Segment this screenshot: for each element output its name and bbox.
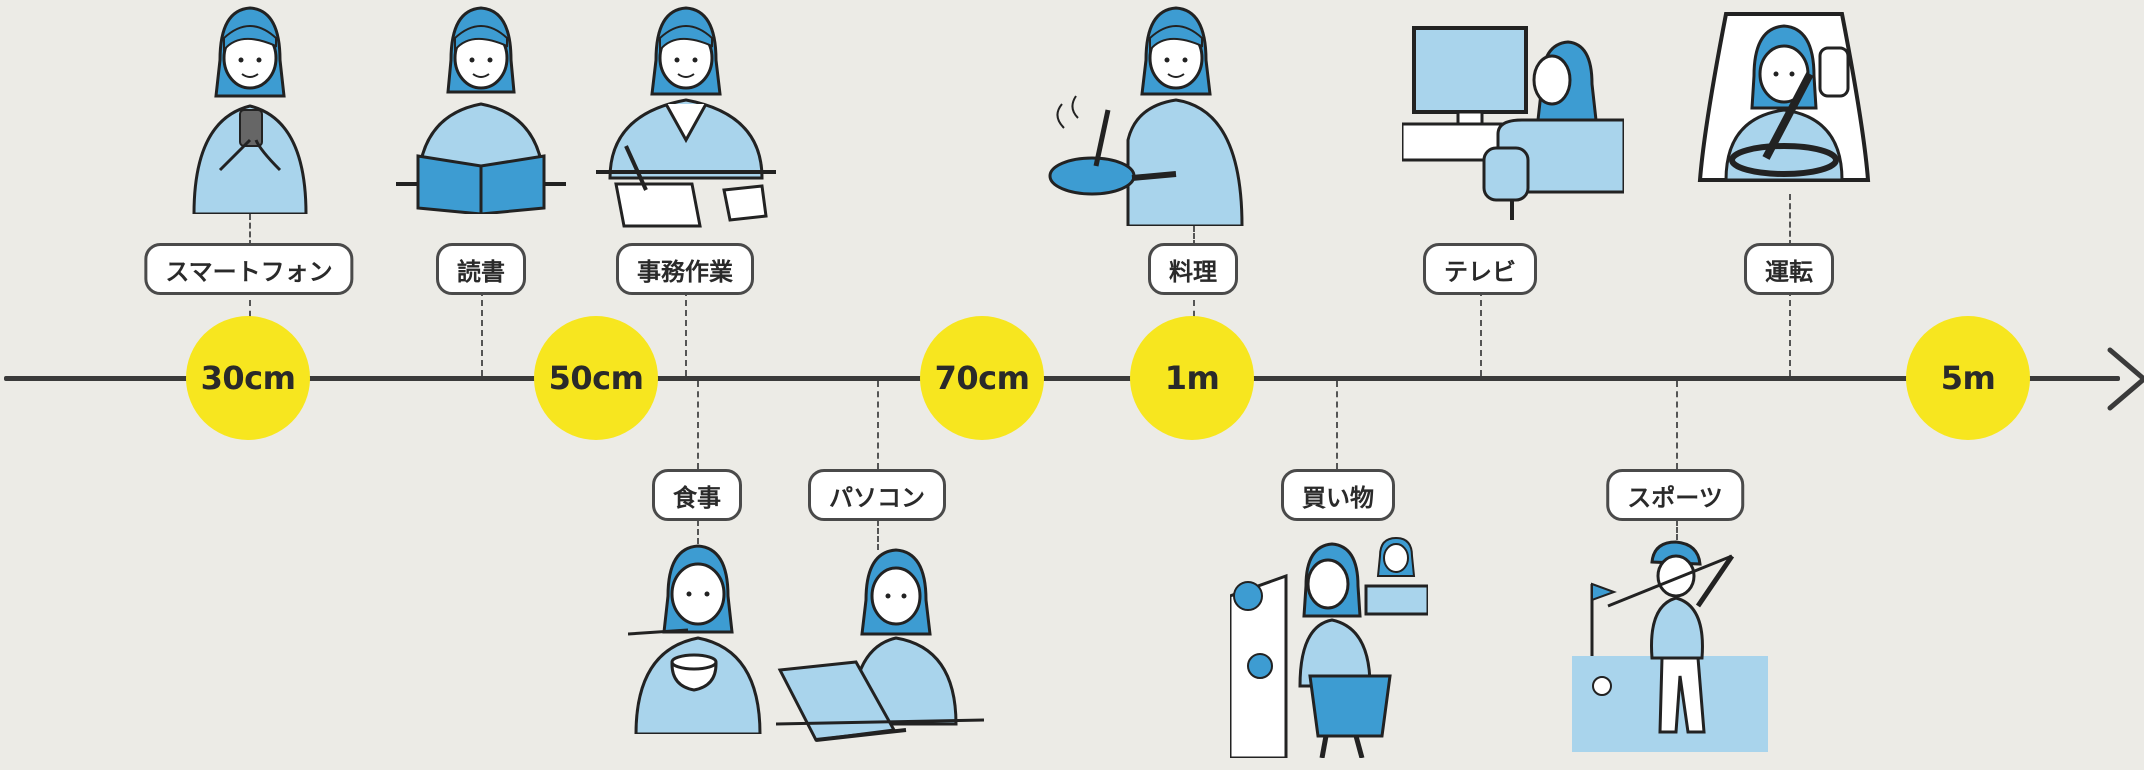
shopping-illustration bbox=[1230, 536, 1428, 758]
leader-line bbox=[1676, 520, 1678, 540]
arrow-right-icon bbox=[2107, 347, 2144, 411]
pc-user-illustration bbox=[776, 544, 984, 744]
label-pc: パソコン bbox=[808, 469, 946, 521]
distance-marker-1m: 1m bbox=[1130, 316, 1254, 440]
eating-illustration bbox=[628, 540, 768, 734]
leader-line bbox=[1789, 194, 1791, 246]
distance-marker-70cm: 70cm bbox=[920, 316, 1044, 440]
leader-line bbox=[1336, 381, 1338, 469]
leader-line bbox=[697, 381, 699, 469]
cooking-illustration bbox=[1046, 0, 1256, 226]
leader-line bbox=[1789, 290, 1791, 376]
label-driving: 運転 bbox=[1744, 243, 1834, 295]
label-smartphone: スマートフォン bbox=[144, 243, 354, 295]
reading-illustration bbox=[396, 0, 566, 214]
label-cooking: 料理 bbox=[1148, 243, 1238, 295]
leader-line bbox=[249, 214, 251, 246]
golf-sports-illustration bbox=[1572, 536, 1768, 752]
leader-line bbox=[877, 381, 879, 469]
leader-line bbox=[1193, 226, 1195, 246]
leader-line bbox=[877, 520, 879, 550]
distance-marker-30cm: 30cm bbox=[186, 316, 310, 440]
leader-line bbox=[697, 520, 699, 544]
label-shopping: 買い物 bbox=[1281, 469, 1395, 521]
label-tv: テレビ bbox=[1423, 243, 1537, 295]
label-eating: 食事 bbox=[652, 469, 742, 521]
leader-line bbox=[481, 290, 483, 376]
office-work-illustration bbox=[596, 0, 776, 228]
distance-marker-5m: 5m bbox=[1906, 316, 2030, 440]
leader-line bbox=[685, 290, 687, 376]
distance-marker-50cm: 50cm bbox=[534, 316, 658, 440]
distance-axis-line bbox=[4, 376, 2120, 381]
label-reading: 読書 bbox=[436, 243, 526, 295]
smartphone-user-illustration bbox=[180, 0, 320, 214]
leader-line bbox=[1480, 290, 1482, 376]
label-office-work: 事務作業 bbox=[616, 243, 754, 295]
driving-illustration bbox=[1696, 8, 1872, 186]
leader-line bbox=[1676, 381, 1678, 469]
label-sports: スポーツ bbox=[1606, 469, 1744, 521]
tv-watching-illustration bbox=[1402, 24, 1624, 224]
